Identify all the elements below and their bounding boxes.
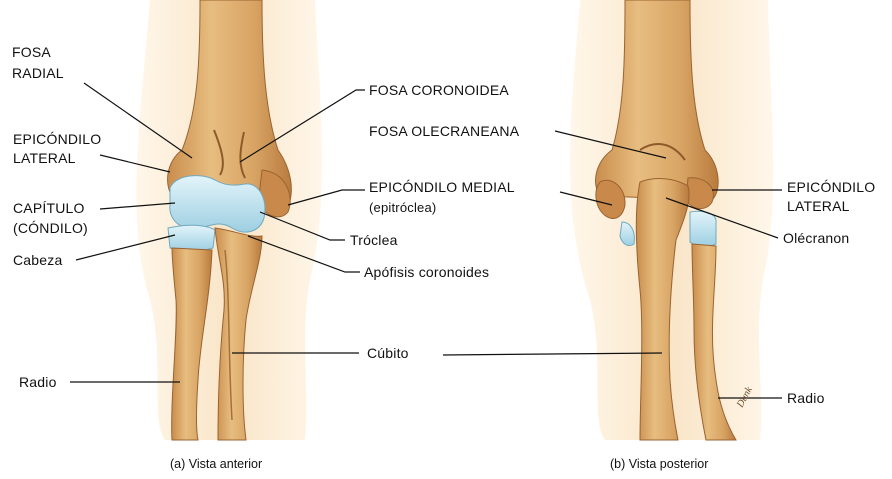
label-apofisis-coronoides: Apófisis coronoides [364,264,489,281]
caption-anterior: (a) Vista anterior [170,457,262,471]
label-epicondilo-lateral-b-line2: LATERAL [787,198,875,215]
label-cubito: Cúbito [367,345,409,362]
label-epicondilo-lateral-a-line1: EPICÓNDILO [13,131,101,148]
label-epicondilo-lateral-b-line1: EPICÓNDILO [787,179,875,196]
label-olecranon: Olécranon [783,230,849,247]
caption-posterior: (b) Vista posterior [610,457,708,471]
anterior-view [136,0,322,440]
label-fosa-radial-line1: FOSA [12,44,64,61]
label-epitroclea: (epitróclea) [369,199,436,216]
label-cabeza: Cabeza [13,252,62,269]
radial-head-cartilage [168,225,215,251]
label-fosa-radial-line2: RADIAL [12,65,64,82]
label-epicondilo-lateral-b: EPICÓNDILO LATERAL [787,179,875,215]
label-epicondilo-lateral-a-line2: LATERAL [13,150,101,167]
label-epicondilo-lateral-a: EPICÓNDILO LATERAL [13,131,101,167]
label-fosa-olecraneana: FOSA OLECRANEANA [369,123,519,140]
label-radio-b: Radio [787,390,825,407]
label-capitulo-line1: CAPÍTULO [13,200,88,217]
label-capitulo-line2: (CÓNDILO) [13,220,88,237]
posterior-view [570,0,773,440]
radial-head-cartilage-posterior [690,211,716,246]
label-capitulo: CAPÍTULO (CÓNDILO) [13,200,88,237]
label-fosa-coronoidea: FOSA CORONOIDEA [369,82,509,99]
label-troclea: Tróclea [350,232,398,249]
label-fosa-radial: FOSA RADIAL [12,44,64,82]
label-epicondilo-medial: EPICÓNDILO MEDIAL [369,179,515,196]
articular-cartilage-anterior [170,176,265,232]
label-radio-a: Radio [19,374,57,391]
